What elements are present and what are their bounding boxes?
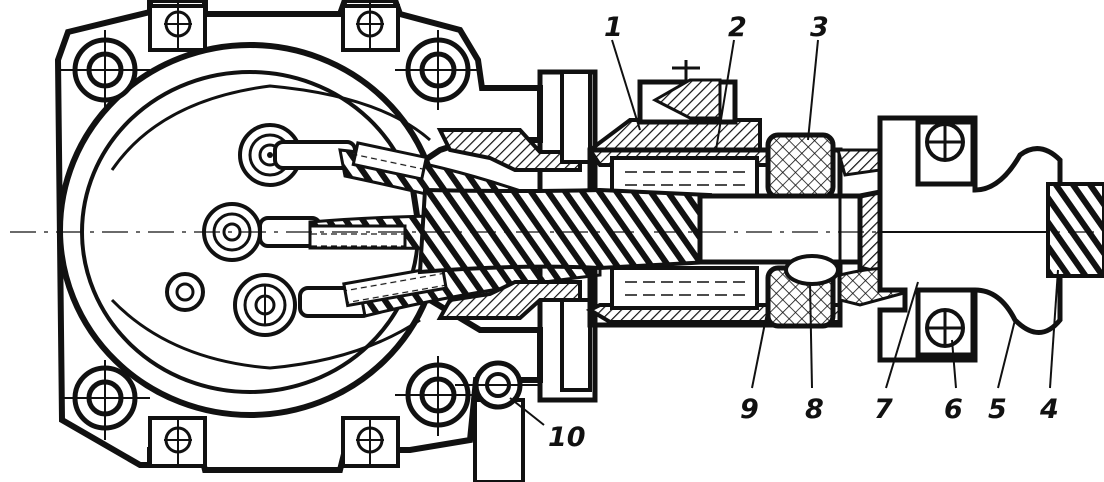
cable-core xyxy=(417,187,863,275)
callout-4: 4 xyxy=(1039,394,1059,425)
clamp-bolt-upper xyxy=(915,119,976,187)
ground-screw xyxy=(455,360,540,482)
callout-9: 9 xyxy=(740,394,759,425)
small-terminal xyxy=(165,272,205,312)
corner-bolt-top-left xyxy=(60,30,150,110)
mounting-lug-bottom-right xyxy=(341,416,400,468)
callout-10: 10 xyxy=(548,422,586,453)
callout-8: 8 xyxy=(805,394,824,425)
outgoing-cable xyxy=(1046,182,1104,278)
callout-labels: 1 2 3 9 8 7 6 5 4 10 xyxy=(548,12,1059,453)
mounting-lug-top-right xyxy=(341,0,400,52)
leader-lines xyxy=(509,39,1059,426)
corner-bolt-top-right xyxy=(395,30,482,110)
callout-1: 1 xyxy=(604,12,623,43)
mounting-lug-top-left xyxy=(148,0,207,52)
callout-6: 6 xyxy=(944,394,963,425)
callout-2: 2 xyxy=(728,12,747,43)
mounting-lug-bottom-left xyxy=(148,416,207,468)
sealing-ring-upper xyxy=(765,132,836,200)
callout-7: 7 xyxy=(874,394,893,425)
corner-bolt-bottom-left xyxy=(60,360,150,440)
clamp-bolt-lower xyxy=(915,287,976,358)
terminal-stud-lower xyxy=(233,273,297,337)
callout-3: 3 xyxy=(810,12,829,43)
corner-bolt-bottom-right xyxy=(395,356,480,436)
filler-plug xyxy=(637,60,738,125)
callout-5: 5 xyxy=(988,394,1007,425)
sealing-compound-chamber xyxy=(610,156,759,310)
